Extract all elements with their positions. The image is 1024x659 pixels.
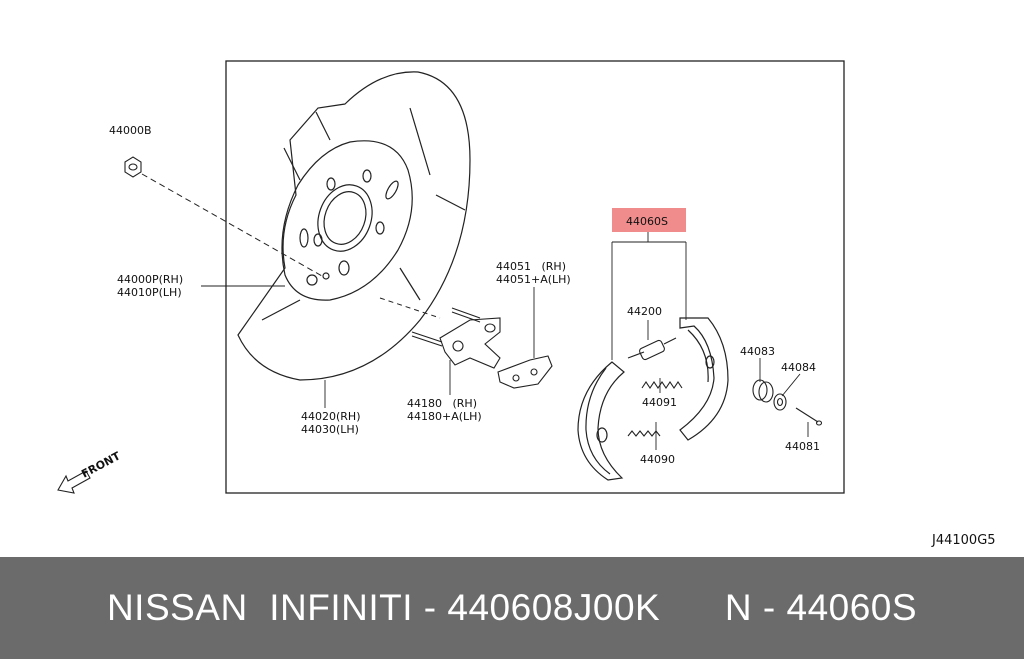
bracket-dash-leader [379,297,441,319]
label-44020: 44020(RH) [301,410,361,423]
label-44180: 44180 (RH) [407,397,477,410]
parking-brake-parts-diagram: FRONT 44000B 44000P(RH) 44010P(LH) 44020… [57,60,996,548]
leader-lines [201,232,809,450]
adjuster-drawing [497,355,553,389]
footer-part-number: NISSAN INFINITI - 440608J00K [106,587,661,628]
nut-leader [141,173,323,277]
backing-plate-drawing [237,71,471,381]
label-44000b: 44000B [109,124,152,137]
label-44084: 44084 [781,361,816,374]
label-44051a: 44051+A(LH) [496,273,571,286]
label-44081: 44081 [785,440,820,453]
footer-caption: NISSAN INFINITI - 440608J00K N - 44060S [0,557,1024,659]
footer-bar [0,557,1024,659]
label-44083: 44083 [740,345,775,358]
brake-shoes-drawing [577,317,729,481]
front-arrow-icon [57,470,91,494]
label-44091: 44091 [642,396,677,409]
nut-drawing [124,156,142,178]
highlight-44060s [612,208,686,232]
footer-gap [660,587,725,629]
label-44000p: 44000P(RH) [117,273,183,286]
hardware-drawing [627,337,823,437]
bracket-drawing [411,307,501,369]
label-44200: 44200 [627,305,662,318]
diagram-frame [225,60,845,494]
label-44090: 44090 [640,453,675,466]
diagram-code: J44100G5 [931,533,996,548]
label-44051: 44051 (RH) [496,260,566,273]
front-label: FRONT [79,449,123,480]
label-44010p: 44010P(LH) [117,286,182,299]
footer-ref-number: N - 44060S [724,587,918,628]
label-44060s: 44060S [626,215,668,228]
label-44180a: 44180+A(LH) [407,410,482,423]
label-44030: 44030(LH) [301,423,359,436]
